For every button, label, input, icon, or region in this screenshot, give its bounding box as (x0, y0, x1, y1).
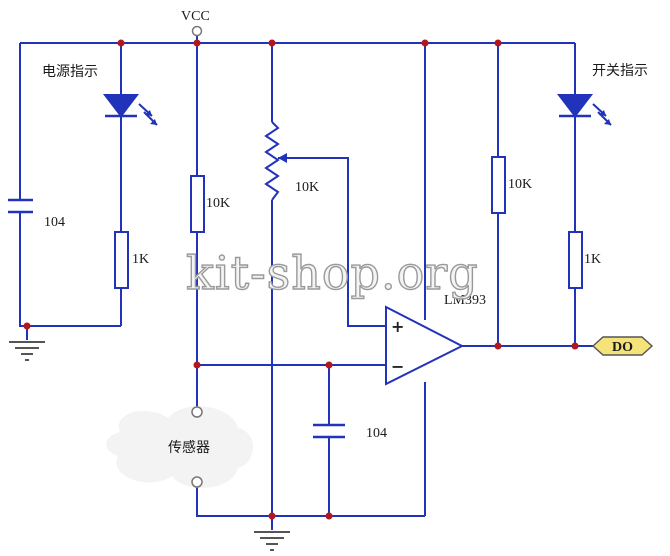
label-res-10k-left: 10K (206, 196, 230, 211)
resistor-1k-left (114, 231, 129, 289)
label-cap-left: 104 (44, 215, 65, 230)
bottom-rail (196, 482, 425, 517)
label-cap-bottom: 104 (366, 426, 387, 441)
power-led-icon (102, 94, 158, 126)
ground-icon-left (9, 341, 45, 361)
resistor-10k-left (190, 175, 205, 233)
resistor-10k-pullup (491, 156, 506, 214)
label-comparator: LM393 (444, 293, 486, 308)
label-vcc: VCC (181, 9, 210, 24)
capacitor-left (8, 198, 33, 214)
label-switch-indicator: 开关指示 (592, 63, 648, 79)
wires (19, 36, 593, 530)
comparator-lm393 (385, 305, 465, 386)
label-minus-input: − (391, 357, 404, 376)
label-output: DO (612, 340, 633, 355)
left-cap-wire (19, 43, 121, 327)
label-sensor: 传感器 (168, 439, 210, 456)
label-res-1k-right: 1K (584, 252, 601, 267)
label-pot-10k: 10K (295, 180, 319, 195)
label-res-10k-right: 10K (508, 177, 532, 192)
ground-icon-center (254, 531, 290, 551)
resistor-1k-right (568, 231, 583, 289)
sensor-area (106, 406, 253, 488)
label-res-1k-left: 1K (132, 252, 149, 267)
pot-wiper-wire (278, 157, 386, 327)
output-port-do (591, 336, 654, 356)
switch-led-icon (556, 94, 612, 126)
capacitor-bottom (313, 423, 345, 439)
watermark: kit-shop.org (186, 246, 479, 300)
potentiometer-icon (264, 121, 295, 201)
junction-nodes (23, 39, 579, 520)
label-plus-input: + (391, 317, 404, 336)
label-power-indicator: 电源指示 (42, 64, 98, 80)
vcc-terminal (191, 25, 203, 37)
